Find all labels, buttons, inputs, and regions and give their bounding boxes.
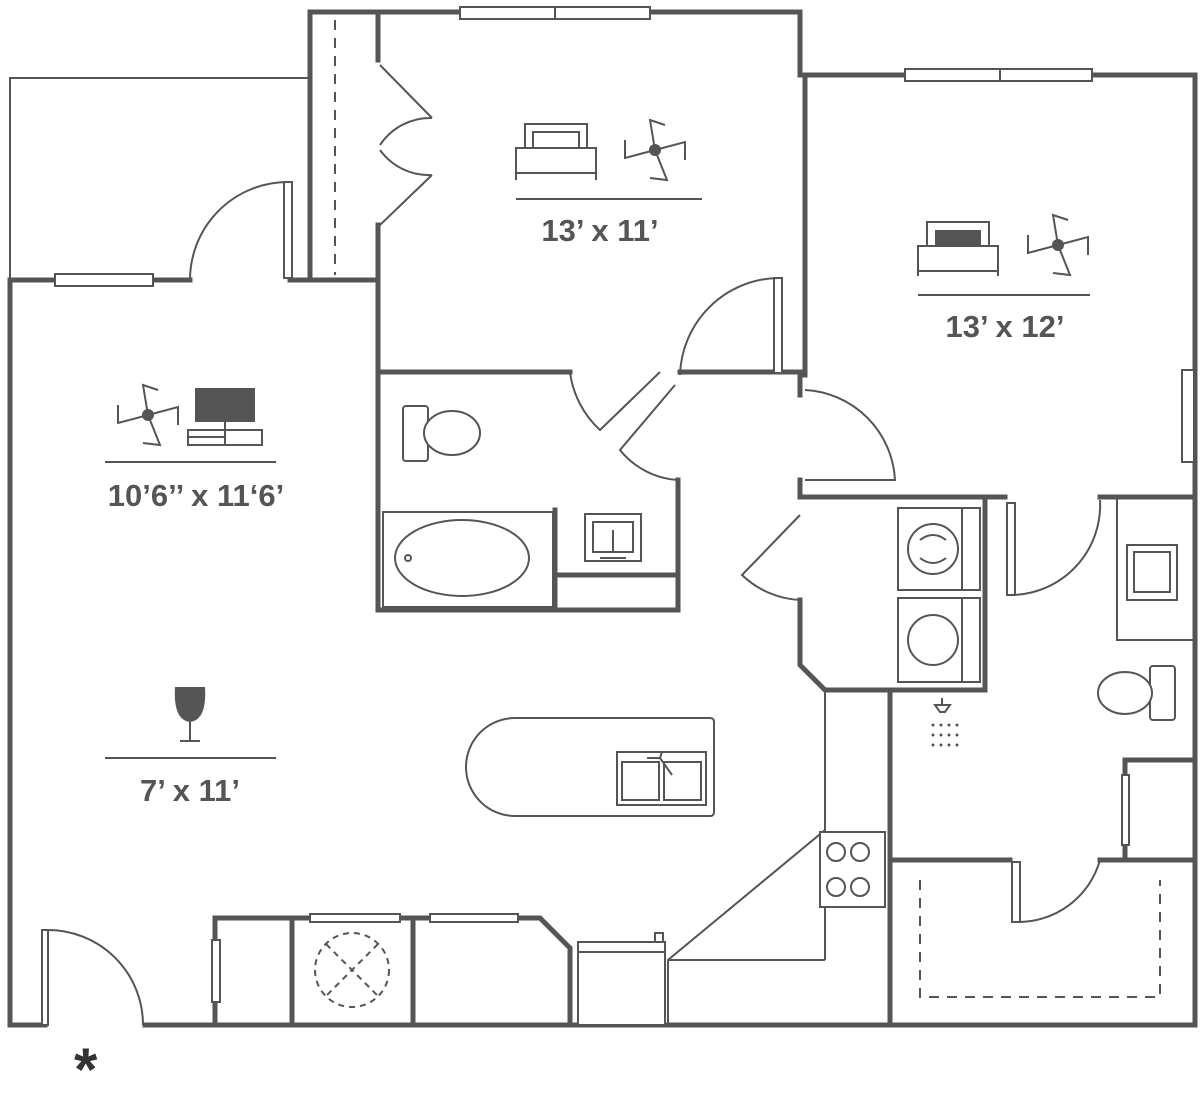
bedroom-1-dimensions: 13’ x 11’ (541, 213, 659, 248)
kitchen (314, 690, 886, 1026)
bath-2-fixtures (931, 496, 1196, 747)
living-room-dimensions: 10’6’’ x 11‘6’ (107, 478, 285, 513)
bed-icon (917, 221, 999, 276)
windows (54, 6, 1195, 1003)
ceiling-fan-icon (624, 118, 686, 182)
doors (41, 20, 1161, 1026)
bath-1-fixtures (382, 405, 642, 608)
bedroom-2-dimensions: 13’ x 12’ (945, 309, 1065, 344)
wine-glass-icon (174, 687, 206, 742)
entry-marker: * (74, 1036, 98, 1093)
dining-dimensions: 7’ x 11’ (140, 773, 240, 808)
patio (9, 77, 308, 278)
ceiling-fan-icon (117, 383, 179, 447)
bed-icon (515, 123, 597, 180)
washer-dryer (897, 507, 981, 683)
ceiling-fan-icon (1027, 213, 1089, 277)
label-underlines (105, 198, 1090, 759)
tv-icon (187, 388, 263, 446)
